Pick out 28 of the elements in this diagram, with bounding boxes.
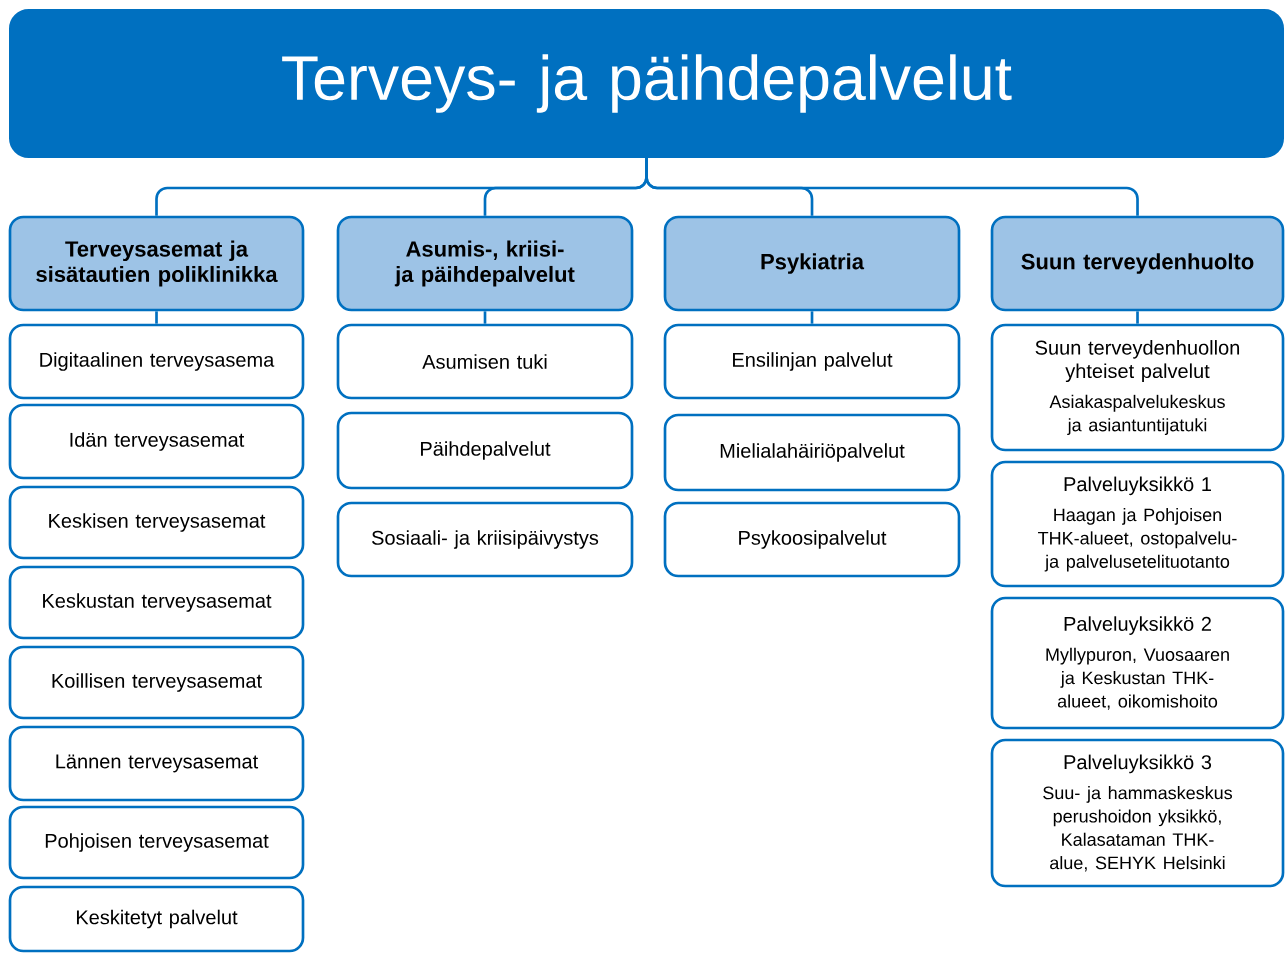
service-box: Palveluyksikkö 3 Suu- ja hammaskeskus perushoidon yksikkö, Kalasataman THK-alue, SEHYK Helsinki (990, 738, 1285, 888)
service-box: Sosiaali- ja kriisipäivystys (336, 501, 634, 578)
service-box: Keskitetyt palvelut (8, 885, 305, 953)
category-box: Suun terveydenhuolto (990, 215, 1285, 312)
service-box: Mielialahäiriöpalvelut (663, 413, 961, 492)
service-box: Pohjoisen terveysasemat (8, 805, 305, 880)
service-box: Idän terveysasemat (8, 403, 305, 480)
service-box: Keskustan terveysasemat (8, 565, 305, 640)
service-box: Suun terveydenhuollon yhteiset palvelut Asiakaspalvelukeskus ja asiantuntijatuki (990, 323, 1285, 452)
service-box: Palveluyksikkö 1 Haagan ja Pohjoisen THK-alueet, ostopalvelu- ja palvelusetelituotanto (990, 460, 1285, 588)
connector-line (645, 158, 1139, 216)
service-box: Psykoosipalvelut (663, 501, 961, 578)
service-box: Ensilinjan palvelut (663, 323, 961, 400)
connector-line (1136, 311, 1139, 324)
service-box: Digitaalinen terveysasema (8, 323, 305, 400)
connector-line (155, 311, 158, 324)
service-box: Lännen terveysasemat (8, 725, 305, 802)
category-box: Terveysasemat ja sisätautien poliklinikka (8, 215, 305, 312)
service-box: Palveluyksikkö 2 Myllypuron, Vuosaaren ja Keskustan THK-alueet, oikomishoito (990, 596, 1285, 730)
service-box: Koillisen terveysasemat (8, 645, 305, 720)
service-box: Päihdepalvelut (336, 411, 634, 490)
title-banner: Terveys- ja päihdepalvelut (9, 9, 1284, 158)
category-box: Asumis-, kriisi- ja päihdepalvelut (336, 215, 634, 312)
connector-line (810, 311, 814, 324)
service-box: Asumisen tuki (336, 323, 634, 400)
service-box: Keskisen terveysasemat (8, 485, 305, 560)
category-box: Psykiatria (663, 215, 961, 312)
connector-line (483, 311, 487, 324)
